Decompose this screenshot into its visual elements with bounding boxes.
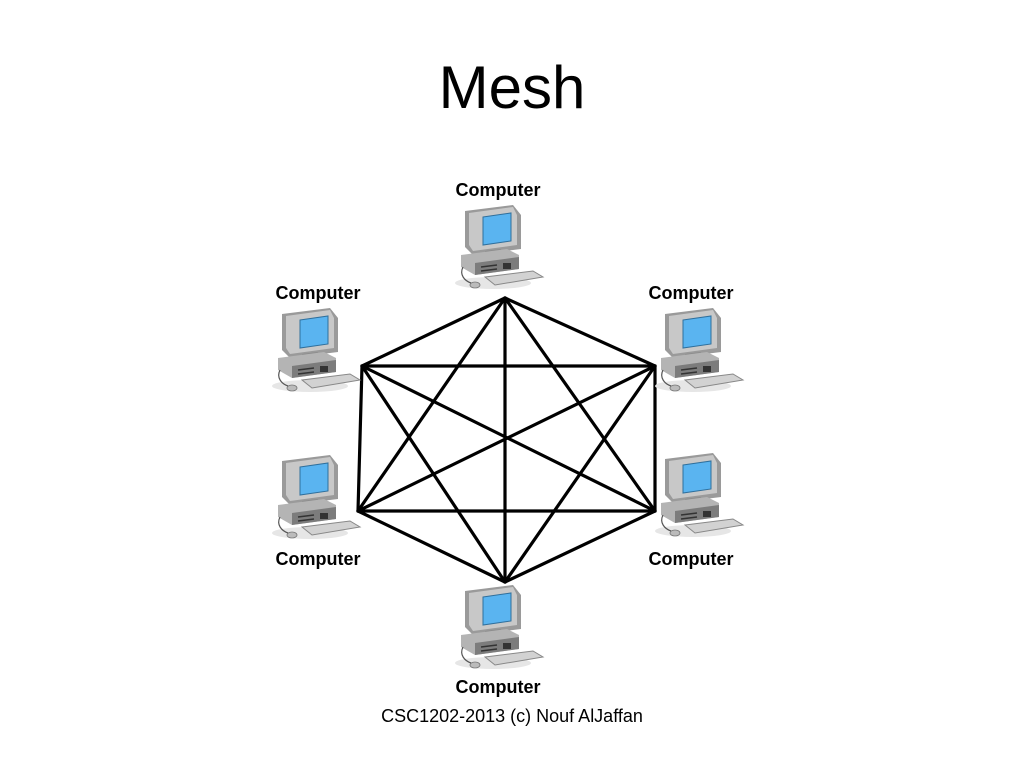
link-bottom-upper-left bbox=[360, 364, 507, 584]
computer-label: Computer bbox=[276, 283, 361, 303]
link-top-upper-left bbox=[360, 296, 507, 368]
computer-node-upper-left: Computer bbox=[271, 283, 361, 393]
computer-label: Computer bbox=[456, 180, 541, 200]
computer-icon bbox=[271, 454, 361, 540]
link-top-lower-left bbox=[356, 296, 507, 513]
computer-label: Computer bbox=[276, 549, 361, 569]
computer-icon bbox=[654, 452, 744, 538]
computer-icon bbox=[454, 204, 544, 290]
link-lower-right-upper-left bbox=[360, 364, 657, 513]
mesh-links bbox=[356, 296, 657, 584]
link-lower-left-upper-left bbox=[356, 364, 364, 513]
link-bottom-lower-left bbox=[356, 509, 507, 584]
computer-node-top: Computer bbox=[454, 180, 544, 290]
computer-node-upper-right: Computer bbox=[649, 283, 744, 393]
link-top-upper-right bbox=[503, 296, 657, 368]
computer-node-lower-right: Computer bbox=[649, 452, 744, 569]
link-top-lower-right bbox=[503, 296, 657, 513]
computer-nodes: ComputerComputerComputerComputerComputer… bbox=[271, 180, 744, 697]
link-lower-right-bottom bbox=[503, 509, 657, 584]
slide-footer: CSC1202-2013 (c) Nouf AlJaffan bbox=[381, 706, 643, 726]
computer-label: Computer bbox=[649, 549, 734, 569]
computer-label: Computer bbox=[649, 283, 734, 303]
computer-icon bbox=[454, 584, 544, 670]
computer-node-bottom: Computer bbox=[454, 584, 544, 697]
computer-icon bbox=[654, 307, 744, 393]
slide-title: Mesh bbox=[438, 54, 586, 121]
computer-icon bbox=[271, 307, 361, 393]
computer-label: Computer bbox=[456, 677, 541, 697]
computer-node-lower-left: Computer bbox=[271, 454, 361, 569]
